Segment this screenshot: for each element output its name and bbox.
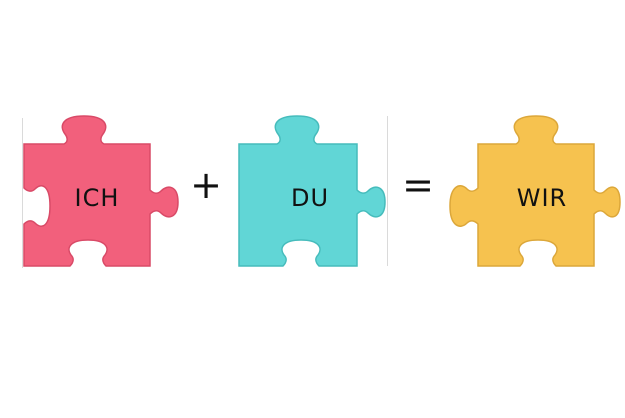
divider-line <box>22 118 23 268</box>
piece-label-wir: WIR <box>516 184 568 212</box>
equals-operator: = <box>402 163 434 207</box>
puzzle-piece-shape <box>449 115 621 267</box>
piece-label-ich: ICH <box>74 184 120 212</box>
piece-label-du: DU <box>290 184 330 212</box>
puzzle-piece-wir: WIR <box>448 112 621 270</box>
puzzle-piece-shape <box>23 115 179 267</box>
puzzle-piece-ich: ICH <box>22 112 192 270</box>
divider-line <box>387 116 388 266</box>
plus-operator: + <box>190 163 222 207</box>
puzzle-piece-pink <box>23 115 179 267</box>
puzzle-piece-du: DU <box>235 112 405 270</box>
puzzle-piece-shape <box>238 115 386 267</box>
puzzle-piece-cyan <box>238 115 386 267</box>
puzzle-piece-yellow <box>449 115 621 267</box>
